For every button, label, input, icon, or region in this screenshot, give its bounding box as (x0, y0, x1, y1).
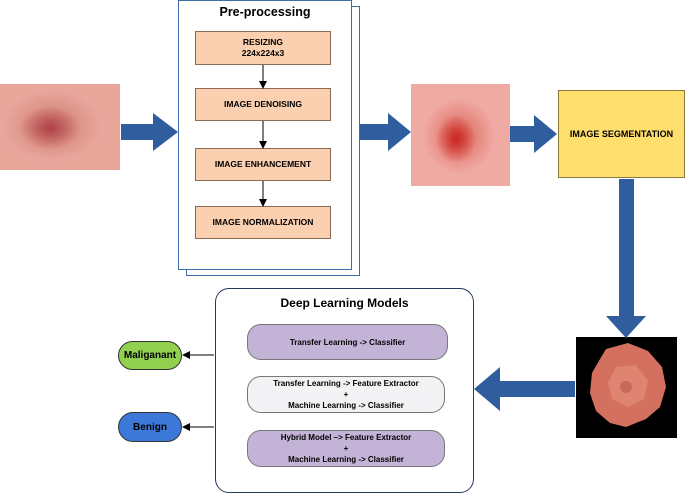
arrow-image-to-segmentation (510, 115, 557, 153)
segmented-lesion-image (576, 337, 677, 438)
step-normalization: IMAGE NORMALIZATION (195, 206, 331, 239)
arrow-segmentation-to-segmented (606, 179, 646, 338)
input-skin-image (0, 84, 120, 170)
step-enhancement-label: IMAGE ENHANCEMENT (214, 159, 312, 169)
step-resizing: RESIZING 224x224x3 (195, 31, 331, 65)
deep-learning-title: Deep Learning Models (280, 296, 409, 310)
arrow-input-to-preprocessing (121, 113, 178, 151)
segmentation-label: IMAGE SEGMENTATION (569, 129, 674, 139)
preprocessing-title: Pre-processing (219, 5, 311, 19)
output-malignant-label: Maliganant (123, 350, 177, 361)
step-resizing-label: RESIZING (242, 37, 284, 47)
step-normalization-label: IMAGE NORMALIZATION (212, 217, 314, 227)
model-transfer-feature-ml: Transfer Learning -> Feature Extractor +… (247, 376, 445, 413)
arrow-preprocessing-to-image (360, 113, 411, 151)
model-hybrid-plus: + (343, 444, 349, 453)
step-resizing-size: 224x224x3 (241, 48, 285, 58)
model-hybrid-line3: Machine Learning -> Classifier (288, 455, 404, 464)
model-transfer-feature-line3: Machine Learning -> Classifier (288, 401, 404, 410)
arrow-segmented-to-models (474, 367, 575, 411)
model-transfer-classifier-label: Transfer Learning -> Classifier (289, 337, 406, 347)
model-transfer-feature-line1: Transfer Learning -> Feature Extractor (273, 379, 419, 388)
output-benign-label: Benign (133, 421, 167, 433)
output-benign: Benign (118, 412, 182, 442)
step-denoising-label: IMAGE DENOISING (224, 99, 302, 109)
preprocessed-skin-image (411, 84, 510, 186)
model-hybrid-line1: Hybrid Model –> Feature Extractor (280, 433, 412, 442)
model-hybrid-feature-ml: Hybrid Model –> Feature Extractor + Mach… (247, 430, 445, 467)
output-malignant: Maliganant (118, 341, 182, 370)
model-transfer-classifier: Transfer Learning -> Classifier (247, 324, 448, 360)
segmented-lesion-shape (590, 343, 666, 427)
model-transfer-feature-plus: + (343, 390, 349, 399)
step-enhancement: IMAGE ENHANCEMENT (195, 148, 331, 181)
